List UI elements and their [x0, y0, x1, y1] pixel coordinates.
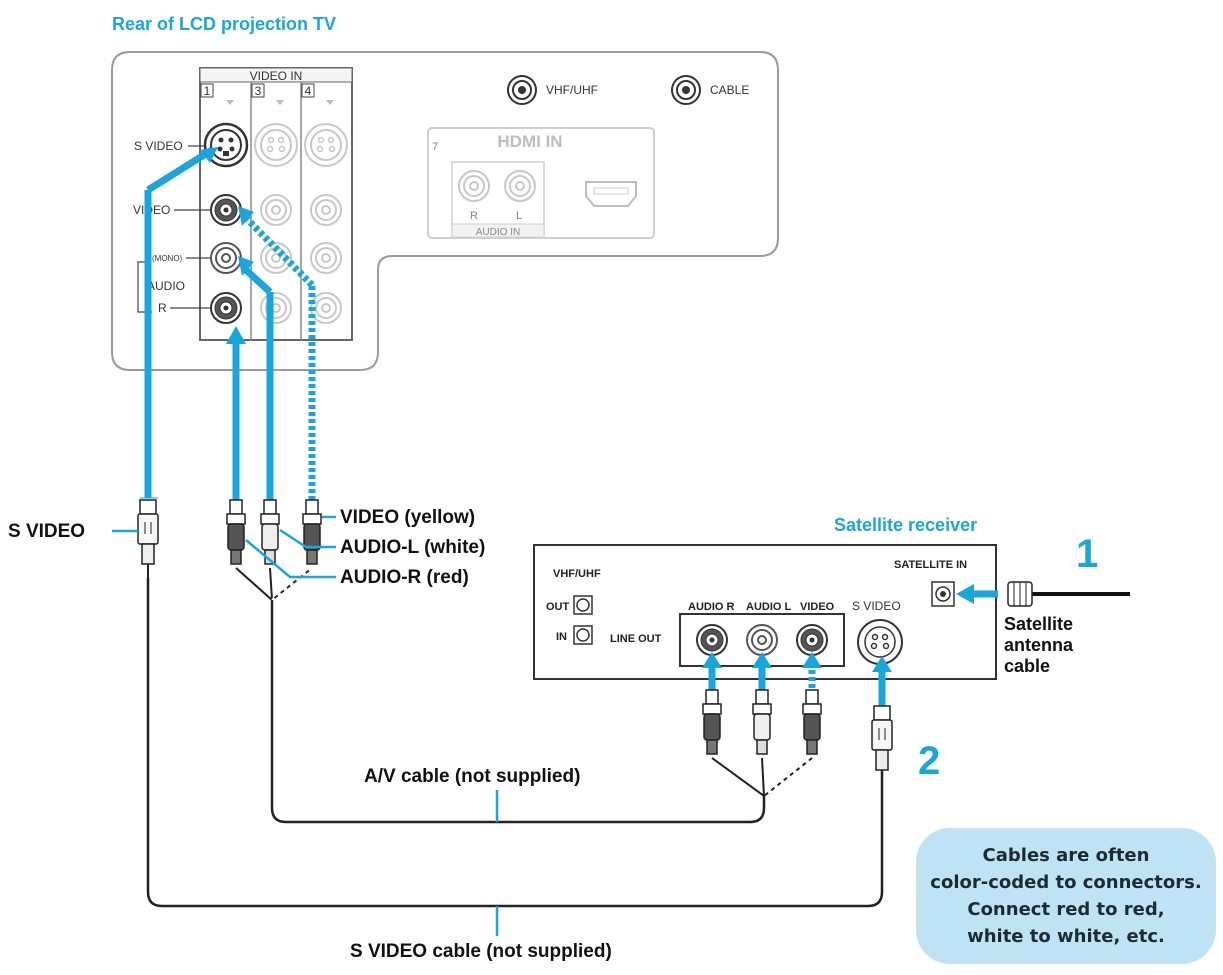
s-video-plug-tv — [137, 499, 159, 565]
tv-vhf-uhf-connector — [507, 75, 537, 105]
tip-line-1: Cables are often — [982, 845, 1150, 866]
av-cable-label: A/V cable (not supplied) — [364, 766, 580, 787]
tv-s-video-jack-4 — [304, 123, 348, 167]
receiver-audio-r-label: AUDIO R — [688, 601, 735, 613]
receiver-audio-r-jack — [696, 624, 728, 656]
tv-label-audio: AUDIO — [147, 279, 185, 293]
video-yellow-label: VIDEO (yellow) — [340, 507, 475, 528]
video-cable-tv-side — [238, 206, 316, 500]
receiver-out-label: OUT — [546, 601, 570, 613]
tv-cable-connector — [671, 75, 701, 105]
receiver-vhf-uhf-label: VHF/UHF — [553, 568, 601, 580]
s-video-cable-run-label: S VIDEO cable (not supplied) — [350, 941, 612, 962]
tv-label-r: R — [158, 301, 167, 315]
antenna-label-line3: cable — [1004, 656, 1050, 676]
receiver-s-video-jack — [857, 619, 903, 665]
step-number-1: 1 — [1076, 532, 1098, 576]
receiver-satellite-in-label: SATELLITE IN — [894, 559, 967, 571]
tv-cable-label: CABLE — [710, 83, 749, 97]
receiver-video-jack — [796, 624, 828, 656]
tv-s-video-jack-3 — [254, 123, 298, 167]
audio-r-plug-tv — [226, 499, 246, 565]
audio-r-cable-tv-side — [226, 326, 246, 500]
receiver-video-label: VIDEO — [800, 601, 835, 613]
audio-r-red-label: AUDIO-R (red) — [340, 567, 469, 588]
av-cable-run — [270, 600, 766, 824]
tv-audio-in-label: AUDIO IN — [476, 227, 520, 238]
tv-hdmi-label: HDMI IN — [497, 132, 562, 151]
tv-audio-r-jack-1 — [210, 292, 242, 324]
receiver-vhf-out-jack — [576, 598, 590, 612]
color-code-tip: Cables are often color-coded to connecto… — [916, 828, 1216, 964]
s-video-plug-receiver — [871, 705, 893, 771]
input-number-4: 4 — [305, 84, 312, 98]
tv-audio-in-l-label: L — [516, 210, 522, 222]
receiver-audio-l-label: AUDIO L — [746, 601, 792, 613]
video-in-label: VIDEO IN — [250, 69, 303, 83]
antenna-label-line2: antenna — [1004, 635, 1074, 655]
s-video-cable-tv-side — [140, 147, 218, 499]
tv-audio-l-jack-4 — [310, 242, 342, 274]
tv-s-video-jack-1 — [203, 122, 249, 168]
receiver-s-video-cable — [872, 656, 892, 706]
receiver-audio-l-jack — [746, 624, 778, 656]
step-number-2: 2 — [918, 739, 940, 783]
input-number-3: 3 — [255, 84, 262, 98]
tv-audio-in-r-label: R — [470, 210, 478, 222]
tv-audio-r-jack-3 — [260, 292, 292, 324]
tv-audio-l-jack-1 — [210, 242, 242, 274]
tv-video-jack-4 — [310, 194, 342, 226]
s-video-cable-label: S VIDEO — [8, 521, 85, 542]
tv-video-jack-1 — [210, 194, 242, 226]
antenna-label-line1: Satellite — [1004, 614, 1073, 634]
tip-line-2: color-coded to connectors. — [930, 872, 1202, 893]
audio-l-white-label: AUDIO-L (white) — [340, 537, 485, 558]
tv-audio-in-r-jack — [458, 170, 490, 202]
receiver-s-video-label: S VIDEO — [852, 599, 901, 613]
audio-l-plug-receiver — [752, 689, 772, 755]
input-number-1: 1 — [204, 84, 211, 98]
tv-audio-in-l-jack — [504, 170, 536, 202]
satellite-antenna-cable — [956, 581, 1130, 607]
video-plug-tv — [302, 499, 322, 565]
tv-video-jack-3 — [260, 194, 292, 226]
receiver-line-out-label: LINE OUT — [610, 633, 662, 645]
tv-label-mono: (MONO) — [152, 254, 183, 263]
audio-r-plug-receiver — [702, 689, 722, 755]
tv-title: Rear of LCD projection TV — [112, 14, 336, 34]
video-plug-receiver — [802, 689, 822, 755]
tv-vhf-uhf-label: VHF/UHF — [546, 83, 598, 97]
receiver-title: Satellite receiver — [834, 515, 977, 535]
audio-l-cable-tv-side — [238, 256, 274, 500]
tv-hdmi-number: 7 — [432, 141, 438, 153]
receiver-in-label: IN — [556, 631, 567, 643]
receiver-vhf-in-jack — [576, 628, 590, 642]
s-video-cable-run — [146, 578, 884, 908]
tip-line-4: white to white, etc. — [967, 926, 1165, 947]
tip-line-3: Connect red to red, — [967, 899, 1165, 920]
tv-label-video: VIDEO — [133, 203, 170, 217]
tv-label-s-video: S VIDEO — [134, 139, 183, 153]
